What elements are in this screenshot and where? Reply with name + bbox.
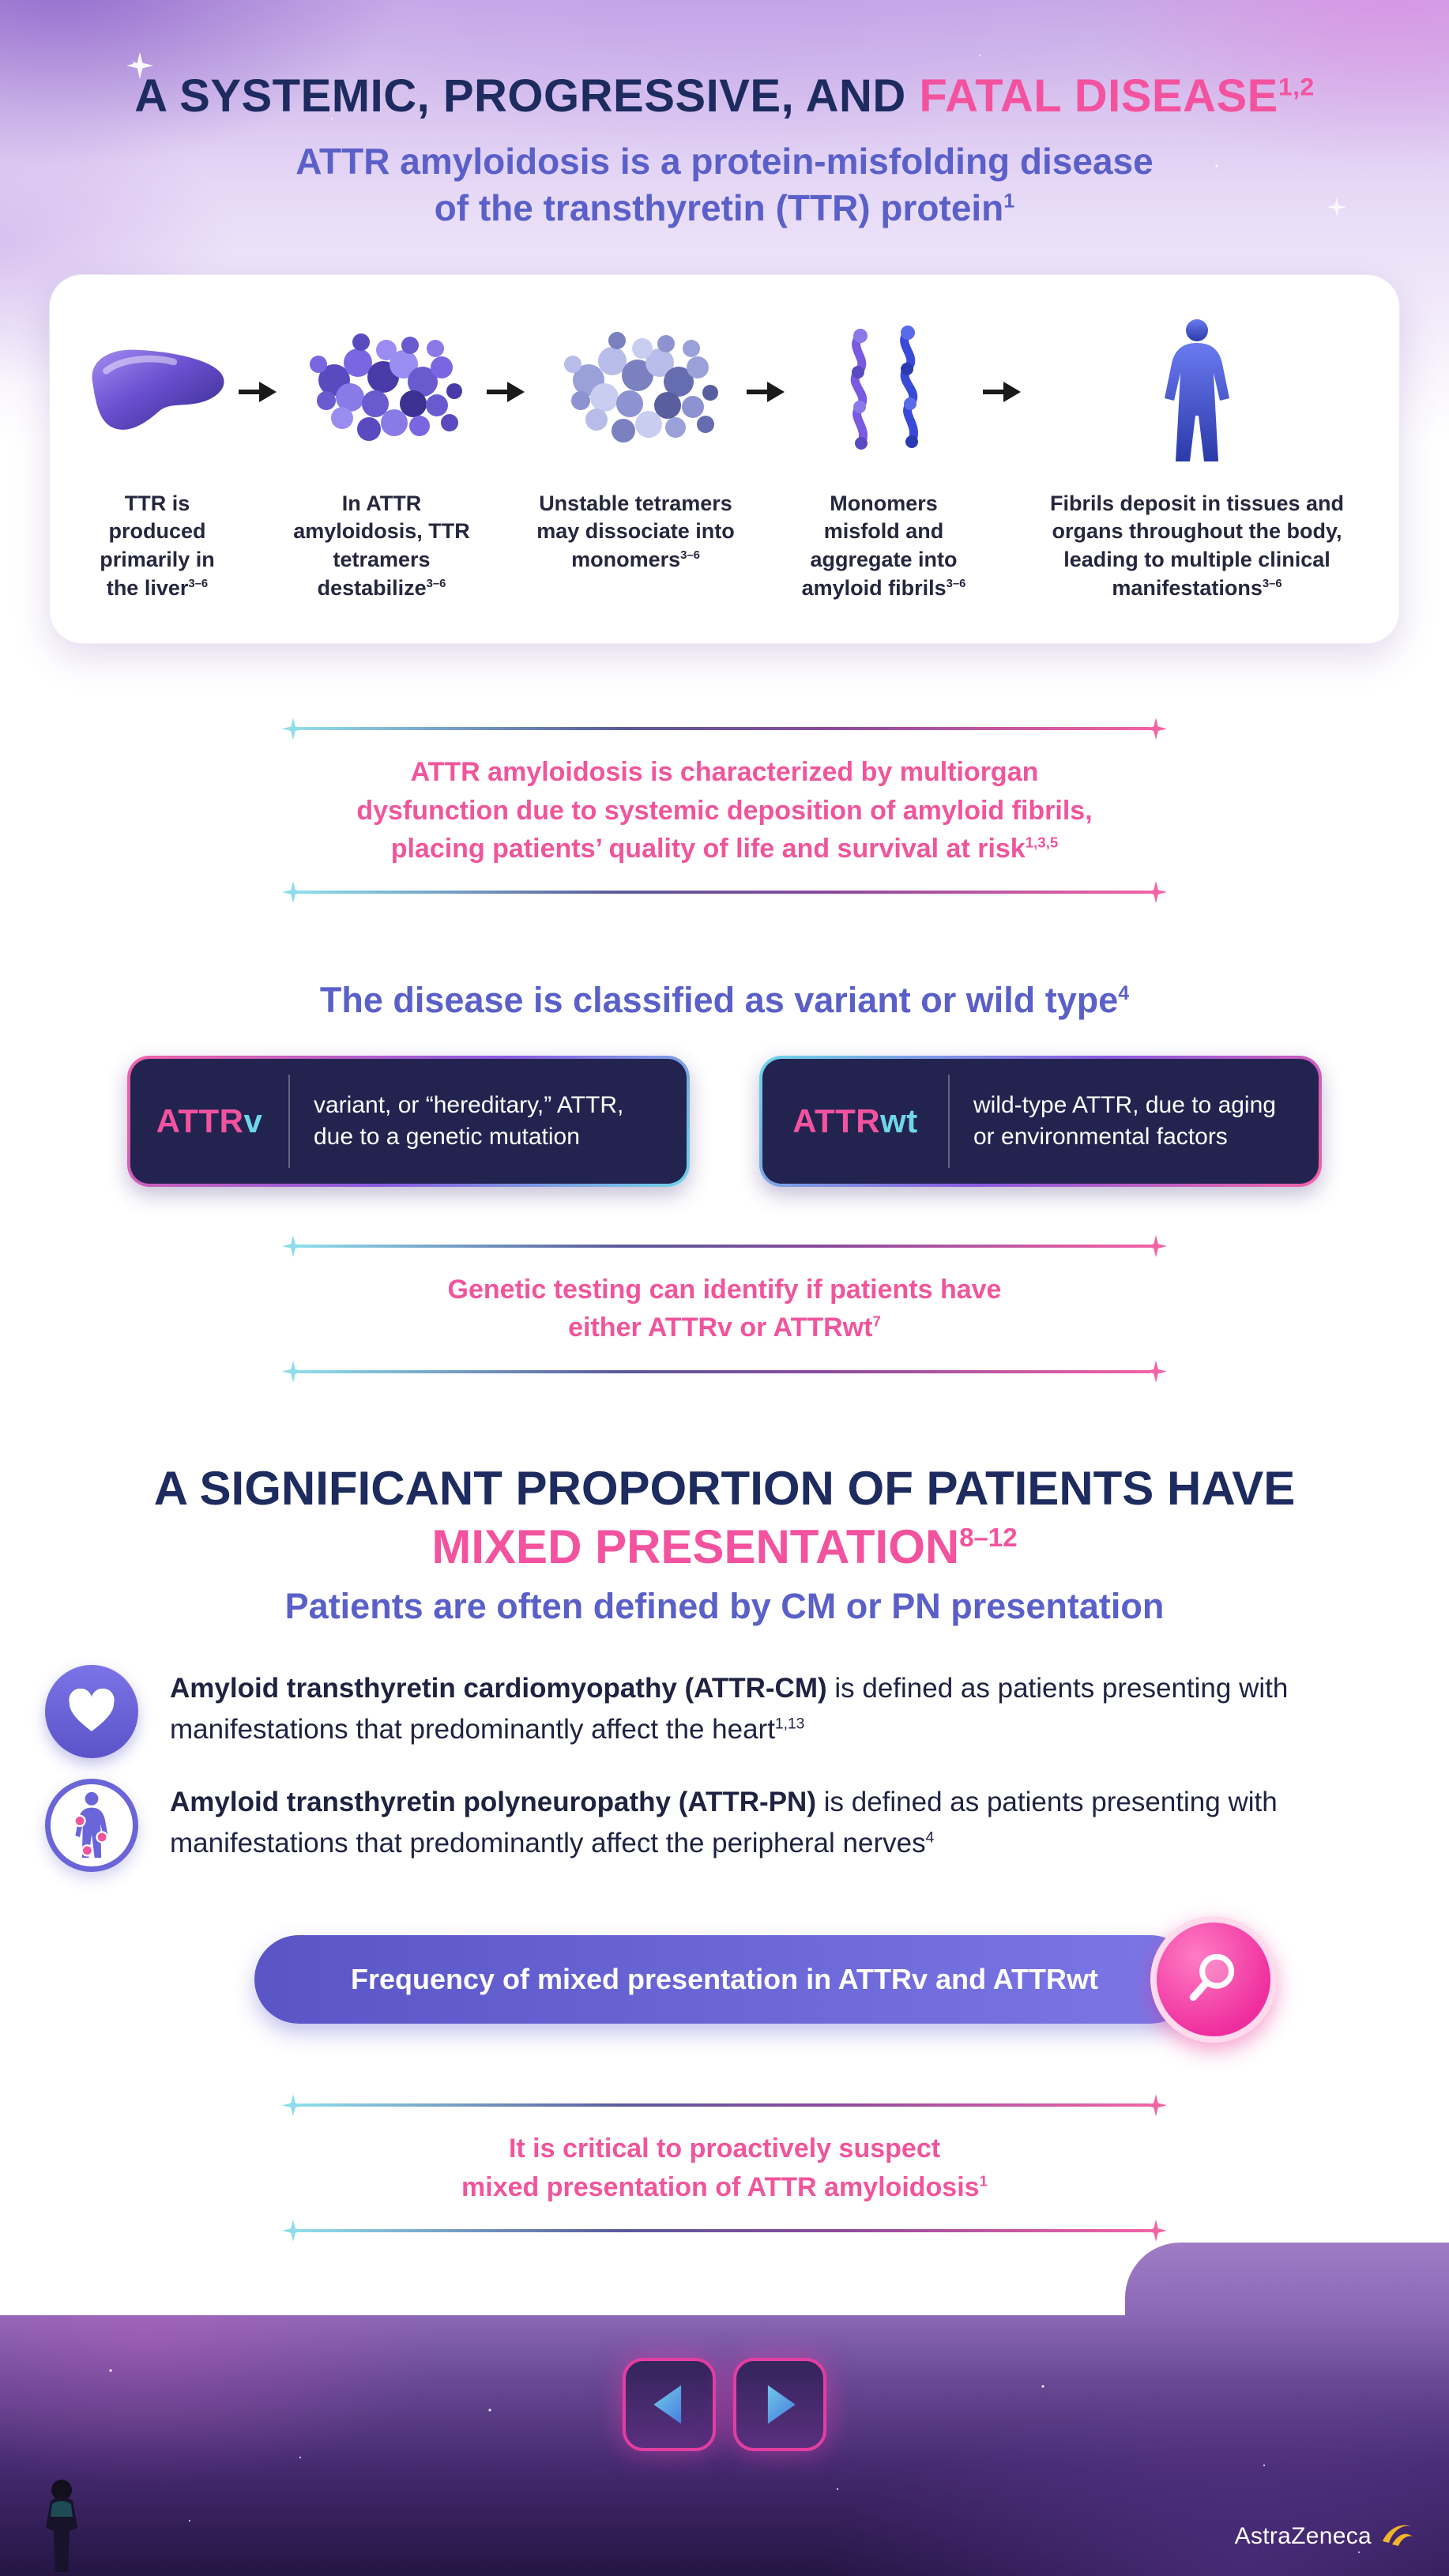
- attrwt-description: wild-type ATTR, due to aging or environm…: [973, 1092, 1276, 1151]
- page-navigation: [623, 2358, 826, 2451]
- decorative-separator: [282, 1234, 1167, 1258]
- diamond-icon: [1145, 1360, 1167, 1383]
- attr-pn-text: Amyloid transthyretin polyneuropathy (AT…: [170, 1787, 1278, 1859]
- mixed-presentation-heading: A SIGNIFICANT PROPORTION OF PATIENTS HAV…: [153, 1461, 1296, 1573]
- title-prefix: A SYSTEMIC, PROGRESSIVE, AND: [134, 70, 920, 122]
- title-highlight: FATAL DISEASE1,2: [919, 70, 1315, 122]
- decorative-separator: [282, 880, 1167, 904]
- callout-reference: 1: [979, 2172, 988, 2190]
- subtitle-reference: 1: [1003, 190, 1015, 213]
- footer-notch: [1125, 2243, 1449, 2315]
- child-silhouette: [21, 2469, 107, 2576]
- bullet-references: 1,13: [774, 1715, 805, 1733]
- process-steps: TTR is produced primarily in the liver3–…: [80, 313, 1369, 603]
- liver-illustration: [82, 313, 232, 471]
- logo-text: AstraZeneca: [1234, 2523, 1372, 2549]
- process-step-tetramer: In ATTR amyloidosis, TTR tetramers desta…: [283, 313, 480, 603]
- step-caption: In ATTR amyloidosis, TTR tetramers desta…: [293, 491, 470, 600]
- page-title: A SYSTEMIC, PROGRESSIVE, AND FATAL DISEA…: [0, 0, 1449, 122]
- decorative-separator: [282, 2219, 1167, 2243]
- heading-reference: 4: [1118, 983, 1130, 1005]
- step-caption: Monomers misfold and aggregate into amyl…: [801, 491, 966, 600]
- step-caption: Unstable tetramers may dissociate into m…: [536, 491, 735, 571]
- chevron-left-icon: [653, 2385, 682, 2424]
- diamond-icon: [1145, 1235, 1167, 1258]
- frequency-button-row: Frequency of mixed presentation in ATTRv…: [254, 1916, 1277, 2043]
- title-references: 1,2: [1278, 72, 1315, 101]
- previous-page-button[interactable]: [623, 2358, 716, 2451]
- process-step-unstable-tetramer: Unstable tetramers may dissociate into m…: [531, 313, 740, 574]
- magnifier-icon[interactable]: [1150, 1916, 1277, 2043]
- diamond-icon: [1145, 881, 1167, 904]
- arrow-right-icon: [977, 313, 1027, 471]
- arrow-right-icon: [232, 313, 283, 471]
- step-caption: Fibrils deposit in tissues and organs th…: [1049, 491, 1345, 600]
- frequency-mixed-presentation-button[interactable]: Frequency of mixed presentation in ATTRv…: [254, 1935, 1195, 2024]
- human-body-illustration: [1146, 313, 1248, 471]
- peripheral-nerves-icon: [45, 1779, 138, 1873]
- disease-process-card: TTR is produced primarily in the liver3–…: [49, 273, 1400, 645]
- diamond-icon: [1145, 2094, 1167, 2117]
- heart-icon: [45, 1665, 138, 1759]
- attr-cm-text: Amyloid transthyretin cardiomyopathy (AT…: [170, 1673, 1289, 1746]
- attrv-description: variant, or “hereditary,” ATTR, due to a…: [314, 1092, 624, 1151]
- callout-references: 1,3,5: [1025, 834, 1059, 851]
- next-page-button[interactable]: [733, 2358, 826, 2451]
- step-caption: TTR is produced primarily in the liver3–…: [100, 491, 215, 600]
- mixed-presentation-subheading: Patients are often defined by CM or PN p…: [284, 1586, 1165, 1627]
- decorative-separator: [282, 717, 1167, 740]
- diamond-icon: [1145, 2219, 1167, 2242]
- process-step-body: Fibrils deposit in tissues and organs th…: [1027, 313, 1367, 603]
- callout-reference: 7: [872, 1312, 881, 1330]
- misfolded-monomer-illustration: [825, 313, 943, 471]
- footer-nebula: AstraZeneca: [0, 2315, 1449, 2576]
- ttr-tetramer-illustration: [295, 313, 469, 471]
- arrow-right-icon: [480, 313, 531, 471]
- vertical-divider: [948, 1075, 950, 1169]
- heading-references: 8–12: [959, 1522, 1018, 1552]
- astrazeneca-logo: AstraZeneca: [1235, 2518, 1414, 2555]
- unstable-tetramer-illustration: [549, 313, 723, 471]
- attr-cm-bullet: Amyloid transthyretin cardiomyopathy (AT…: [45, 1665, 1404, 1759]
- decorative-separator: [282, 1360, 1167, 1384]
- multiorgan-callout: ATTR amyloidosis is characterized by mul…: [356, 757, 1093, 864]
- presentation-bullets: Amyloid transthyretin cardiomyopathy (AT…: [45, 1665, 1404, 1873]
- suspect-callout: It is critical to proactively suspect mi…: [461, 2133, 988, 2202]
- vertical-divider: [288, 1075, 290, 1169]
- chevron-right-icon: [767, 2385, 796, 2424]
- process-step-liver: TTR is produced primarily in the liver3–…: [82, 313, 232, 603]
- attr-pn-bullet: Amyloid transthyretin polyneuropathy (AT…: [45, 1779, 1404, 1873]
- process-step-monomers: Monomers misfold and aggregate into amyl…: [791, 313, 977, 603]
- page-subtitle: ATTR amyloidosis is a protein-misfolding…: [295, 141, 1154, 228]
- decorative-separator: [282, 2093, 1167, 2117]
- genetic-testing-callout: Genetic testing can identify if patients…: [447, 1275, 1002, 1343]
- classification-heading: The disease is classified as variant or …: [319, 980, 1130, 1021]
- bullet-reference: 4: [925, 1829, 935, 1847]
- diamond-icon: [1145, 717, 1167, 740]
- astrazeneca-logo-icon: [1379, 2518, 1414, 2555]
- arrow-right-icon: [740, 313, 791, 471]
